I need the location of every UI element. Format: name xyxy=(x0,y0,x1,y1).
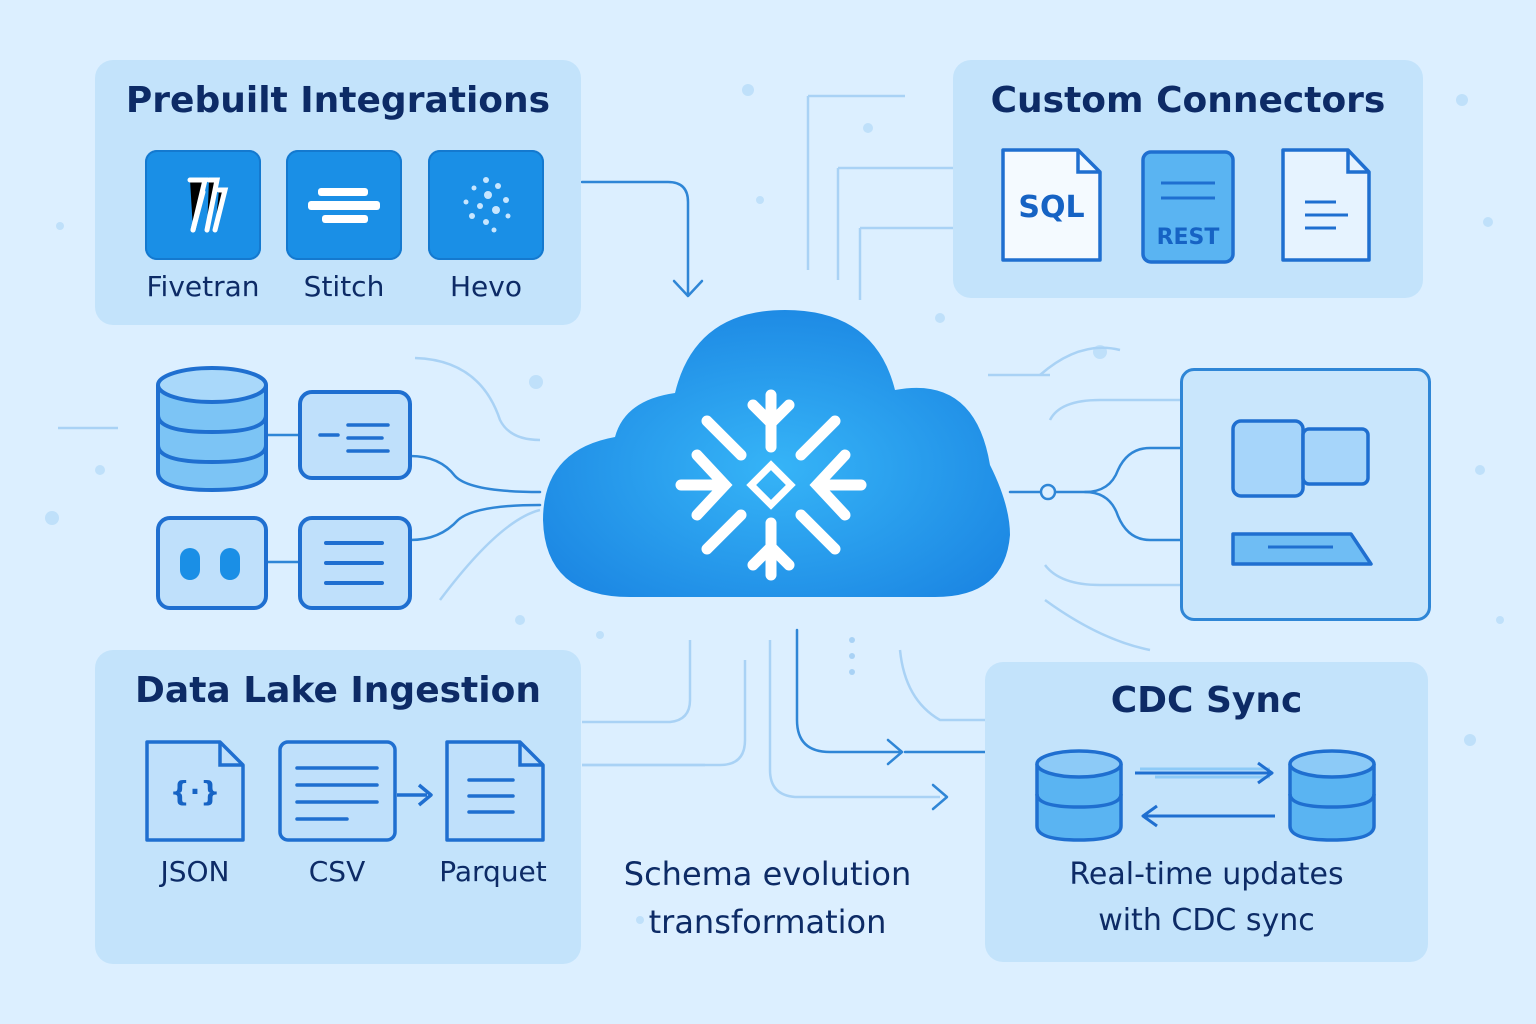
stitch-icon[interactable] xyxy=(286,150,402,260)
cdc-caption: Real-time updates with CDC sync xyxy=(985,852,1428,944)
panel-title: Prebuilt Integrations xyxy=(125,80,551,121)
sql-file-icon[interactable]: SQL xyxy=(1018,190,1085,225)
json-label: JSON xyxy=(160,855,230,888)
snowflake-cloud-icon[interactable] xyxy=(535,305,1015,605)
hevo-icon[interactable] xyxy=(428,150,544,260)
custom-connectors-panel: Custom Connectors SQL REST xyxy=(953,60,1423,298)
connector-file-shapes xyxy=(1001,148,1371,264)
cdc-databases-icon xyxy=(1035,749,1376,842)
caption-line: Schema evolution xyxy=(623,855,912,893)
schema-evolution-caption: Schema evolution transformation xyxy=(595,850,940,946)
json-braces-icon: {·} xyxy=(169,775,221,808)
stitch-label: Stitch xyxy=(303,270,385,303)
panel-title: Data Lake Ingestion xyxy=(135,670,541,711)
database-icon xyxy=(156,366,268,493)
message-card-icon xyxy=(298,390,412,480)
prebuilt-integrations-panel: Prebuilt Integrations xyxy=(95,60,581,325)
fivetran-label: Fivetran xyxy=(146,270,260,303)
list-card-icon xyxy=(298,516,412,610)
data-lake-ingestion-panel: Data Lake Ingestion {·} JSON CSV Parquet xyxy=(95,650,581,964)
caption-line: with CDC sync xyxy=(1098,903,1315,938)
hevo-label: Hevo xyxy=(450,270,522,303)
caption-line: transformation xyxy=(648,903,887,941)
table-blocks-icon xyxy=(1231,419,1373,566)
rest-api-icon[interactable]: REST xyxy=(1156,225,1220,250)
storage-toggle-icon xyxy=(156,516,268,610)
cdc-sync-panel: CDC Sync Real-time updates with CDC sync xyxy=(985,662,1428,962)
panel-title: Custom Connectors xyxy=(990,80,1386,121)
left-sources xyxy=(156,366,412,610)
fivetran-icon[interactable] xyxy=(145,150,261,260)
file-format-icons xyxy=(145,740,545,842)
caption-line: Real-time updates xyxy=(1069,857,1344,892)
document-icon[interactable] xyxy=(1283,150,1369,260)
warehouse-output-panel xyxy=(1180,368,1431,621)
csv-label: CSV xyxy=(308,855,366,888)
parquet-label: Parquet xyxy=(439,855,547,888)
panel-title: CDC Sync xyxy=(1110,680,1303,721)
